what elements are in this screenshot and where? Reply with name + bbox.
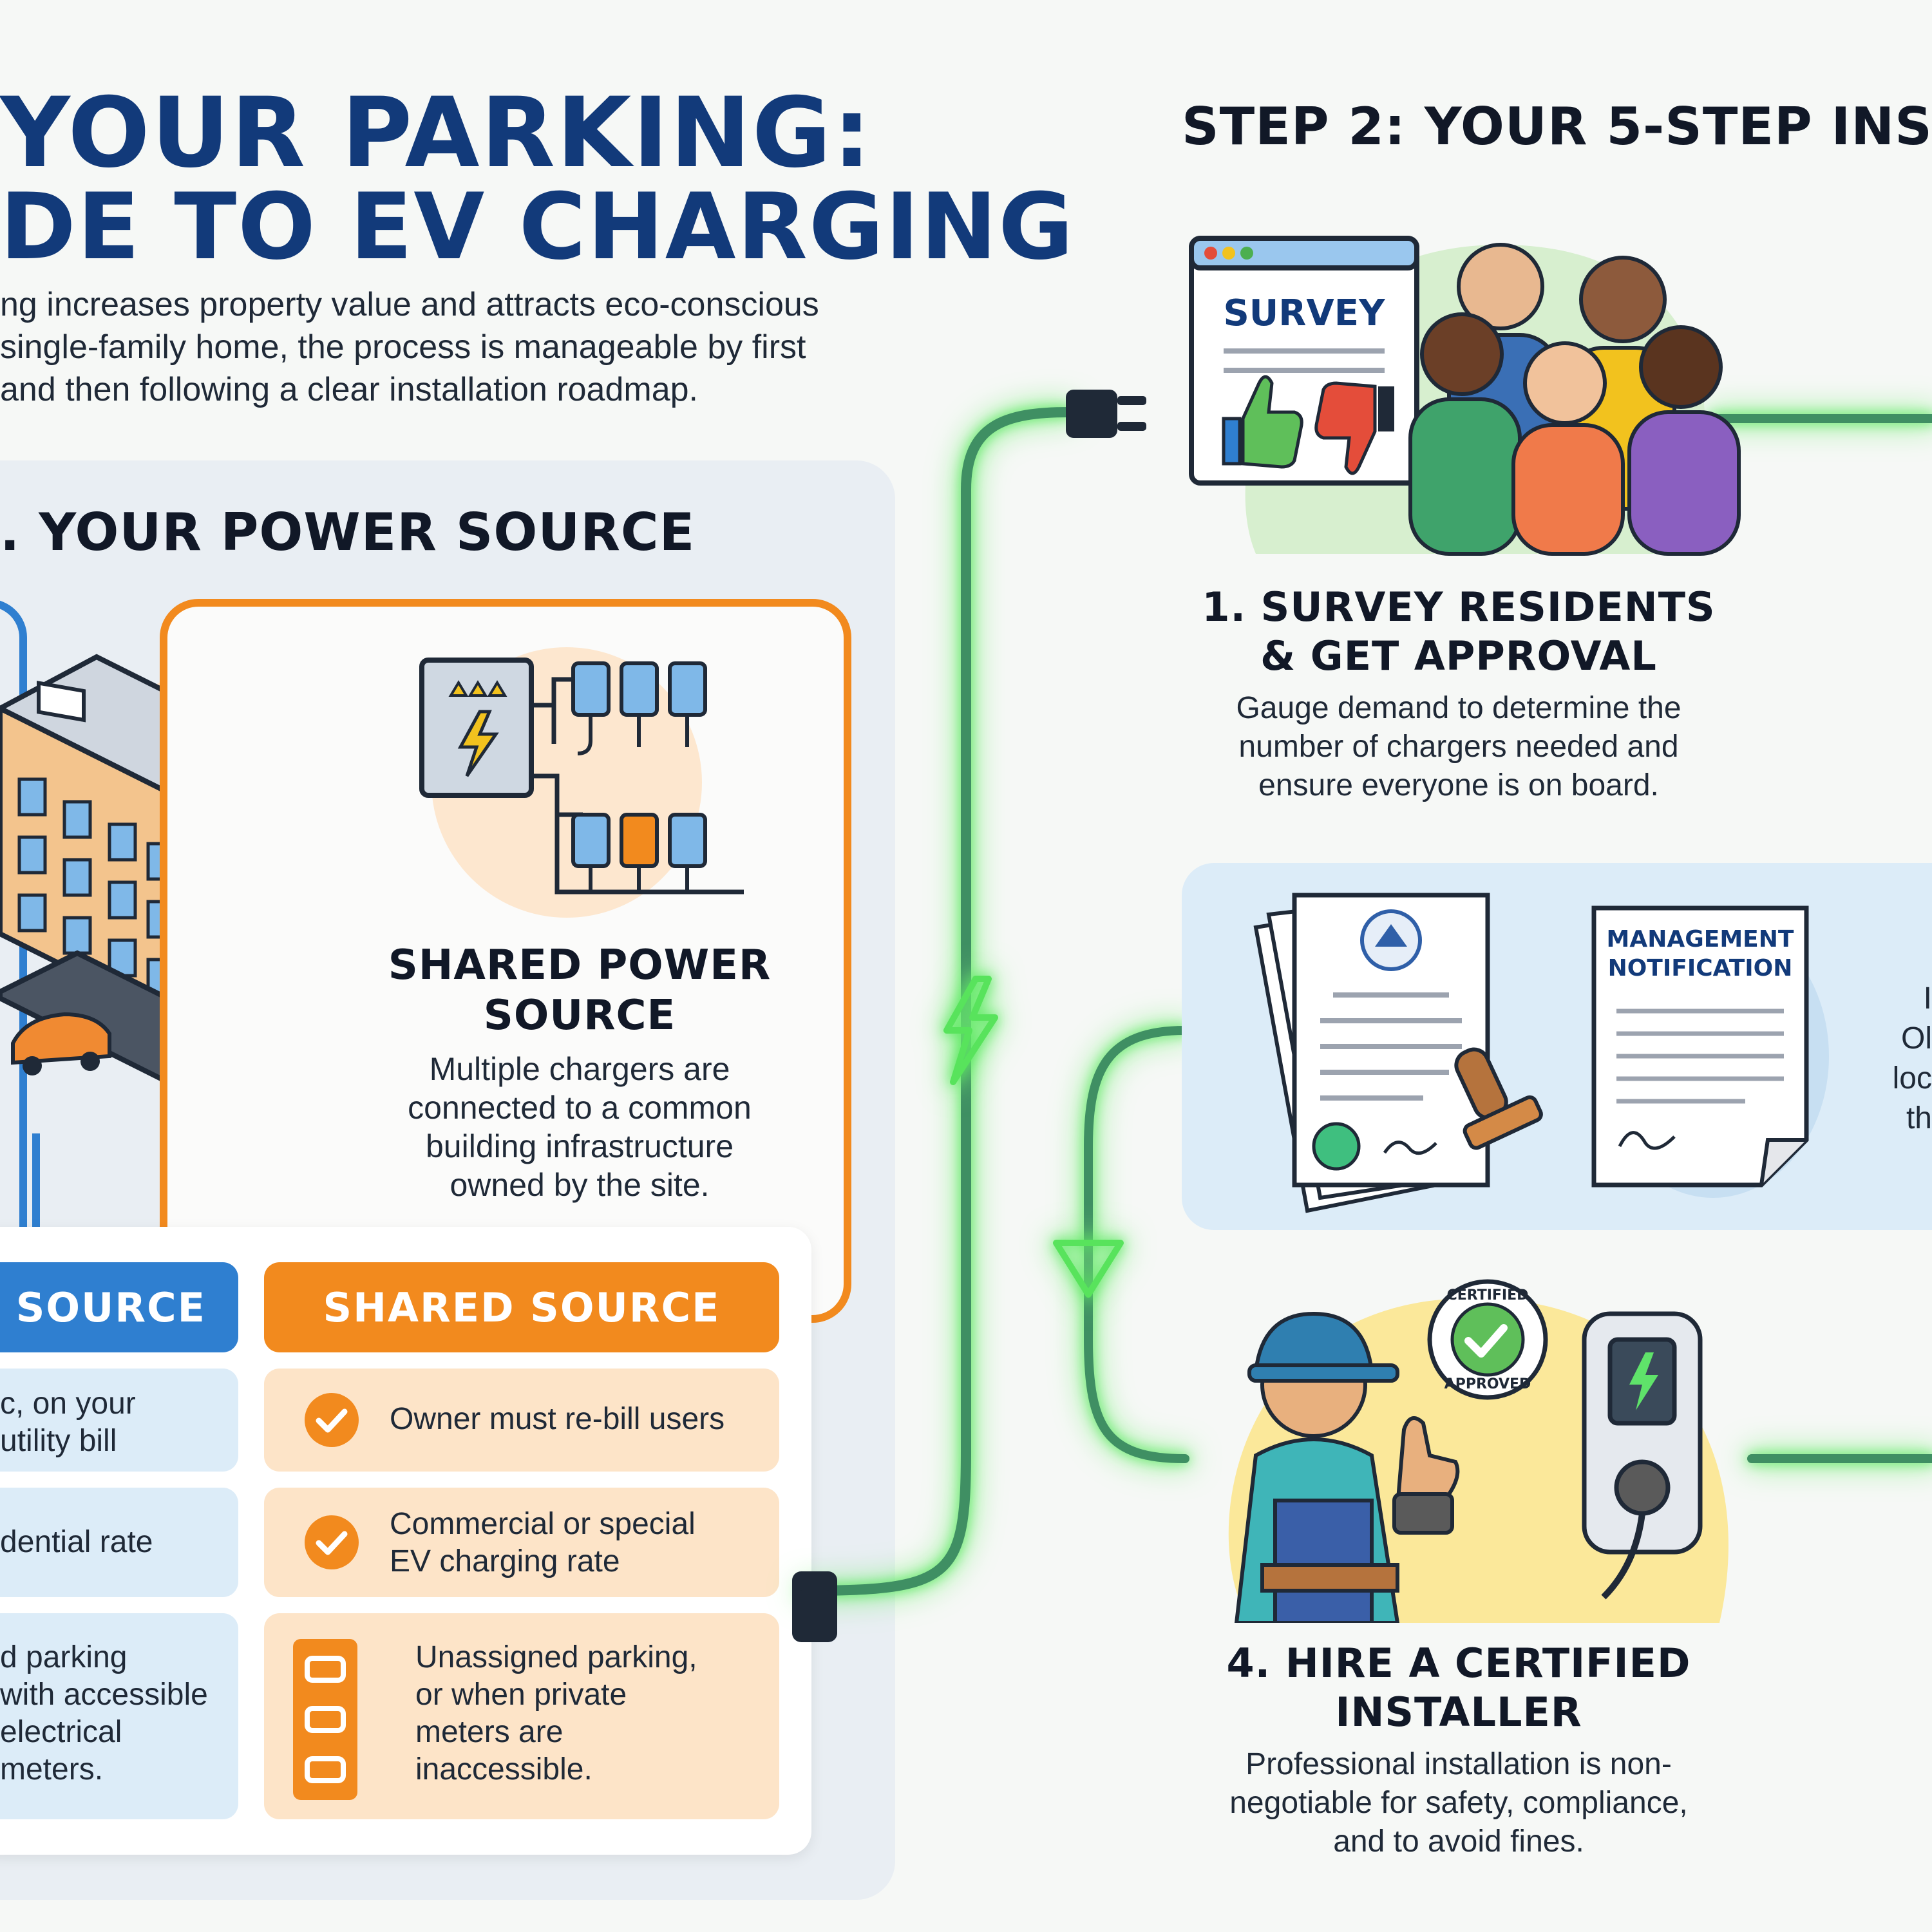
shared-row-3-line1: Unassigned parking, [415, 1640, 697, 1674]
individual-row-3-line1: d parking [0, 1640, 128, 1674]
item2-partial-line1: I [1923, 981, 1932, 1016]
step1-heading-mark: . [0, 502, 39, 562]
cable-plug-bottom [792, 1571, 837, 1642]
individual-row-3-line4: meters. [0, 1752, 104, 1786]
item1-title-line1: 1. SURVEY RESIDENTS [1202, 583, 1716, 630]
individual-source-header: SOURCE [0, 1262, 238, 1352]
individual-row-3: d parking with accessible electrical met… [0, 1613, 238, 1819]
individual-row-2: dential rate [0, 1488, 238, 1597]
intro-text: ng increases property value and attracts… [0, 283, 819, 411]
shared-row-3: Unassigned parking, or when private mete… [264, 1613, 779, 1819]
shared-row-1-text: Owner must re-bill users [390, 1402, 725, 1436]
shared-desc-line1: Multiple chargers are [429, 1051, 730, 1087]
shared-row-2: Commercial or special EV charging rate [264, 1488, 779, 1597]
installer-worker-icon [1234, 1311, 1460, 1623]
survey-label: SURVEY [1223, 292, 1386, 334]
shared-row-2-line1: Commercial or special [390, 1507, 696, 1541]
shared-desc-line4: owned by the site. [450, 1167, 710, 1203]
item1-desc-line2: number of chargers needed and [1238, 730, 1679, 764]
check-icon [305, 1515, 359, 1569]
step2-item1-title: 1. SURVEY RESIDENTS & GET APPROVAL [1179, 583, 1739, 681]
item4-desc-line1: Professional installation is non- [1245, 1747, 1672, 1781]
page-title-line2: DE TO EV CHARGING [0, 174, 1075, 280]
individual-row-3-line2: with accessible [0, 1678, 208, 1712]
parking-meters-icon [293, 1639, 357, 1800]
item4-title-line1: 4. HIRE A CERTIFIED [1226, 1640, 1691, 1687]
cable-plug-top [1066, 390, 1146, 438]
step2-item2-partial-text: I Ol loc th [1880, 979, 1932, 1139]
individual-row-1-line1: c, on your [0, 1387, 136, 1421]
shared-card-description: Multiple chargers are connected to a com… [380, 1050, 779, 1204]
item1-desc-line3: ensure everyone is on board. [1258, 768, 1659, 802]
step1-heading: . YOUR POWER SOURCE [0, 502, 695, 562]
thumbs-up-icon [1222, 375, 1303, 469]
item1-desc-line1: Gauge demand to determine the [1236, 691, 1681, 725]
item4-title-line2: INSTALLER [1335, 1689, 1582, 1736]
item2-partial-line2: Ol [1901, 1021, 1932, 1056]
item1-title-line2: & GET APPROVAL [1260, 632, 1657, 679]
shared-row-3-line2: or when private [415, 1678, 627, 1712]
shared-row-1: Owner must re-bill users [264, 1368, 779, 1472]
shared-row-3-line4: inaccessible. [415, 1752, 592, 1786]
ev-charger-icon [1582, 1311, 1703, 1600]
management-notification-doc: MANAGEMENT NOTIFICATION [1591, 905, 1829, 1198]
shared-desc-line2: connected to a common [408, 1090, 752, 1126]
doc-label-line2: NOTIFICATION [1608, 955, 1793, 981]
intro-line-1: ng increases property value and attracts… [0, 286, 819, 323]
shared-card-title: SHARED POWER SOURCE [386, 940, 773, 1041]
item4-desc-line2: negotiable for safety, compliance, [1229, 1786, 1688, 1820]
shared-row-3-line3: meters are [415, 1715, 564, 1749]
badge-top-text: CERTIFIED [1447, 1287, 1529, 1303]
survey-illustration: SURVEY [1189, 236, 1741, 556]
step2-heading: STEP 2: YOUR 5-STEP INSTA [1182, 97, 1932, 156]
thumbs-down-icon [1314, 381, 1394, 475]
shared-row-2-line2: EV charging rate [390, 1544, 620, 1578]
individual-row-2-line1: dential rate [0, 1525, 153, 1559]
individual-blue-stripe [32, 1133, 40, 1230]
step2-item1-description: Gauge demand to determine the number of … [1179, 689, 1739, 805]
badge-bottom-text: APPROVED [1444, 1376, 1531, 1392]
item2-partial-line3: loc [1892, 1061, 1932, 1095]
item2-partial-line4: th [1906, 1101, 1932, 1135]
certified-installer-illustration: CERTIFIED APPROVED [1228, 1279, 1728, 1623]
step1-heading-text: YOUR POWER SOURCE [39, 502, 696, 562]
residents-group-icon [1408, 243, 1741, 556]
shared-row-3-text: Unassigned parking, or when private mete… [415, 1639, 697, 1788]
permit-documents-illustration [1253, 893, 1543, 1213]
shared-card-title-line2: SOURCE [483, 992, 676, 1039]
individual-row-3-line3: electrical [0, 1715, 122, 1749]
item4-desc-line3: and to avoid fines. [1333, 1824, 1584, 1859]
doc-label-line1: MANAGEMENT [1607, 926, 1794, 952]
intro-line-2: single-family home, the process is manag… [0, 328, 806, 366]
shared-desc-line3: building infrastructure [425, 1128, 734, 1164]
individual-row-1: c, on your utility bill [0, 1368, 238, 1472]
individual-row-1-line2: utility bill [0, 1424, 117, 1458]
shared-card-title-line1: SHARED POWER [388, 942, 772, 989]
certified-badge-icon: CERTIFIED APPROVED [1427, 1279, 1548, 1400]
shared-source-header: SHARED SOURCE [264, 1262, 779, 1352]
step2-item4-title: 4. HIRE A CERTIFIED INSTALLER [1179, 1639, 1739, 1737]
check-icon [305, 1393, 359, 1447]
step2-item4-description: Professional installation is non- negoti… [1179, 1745, 1739, 1861]
intro-line-3: and then following a clear installation … [0, 371, 699, 408]
shared-row-2-text: Commercial or special EV charging rate [390, 1506, 696, 1580]
shared-power-diagram [419, 647, 744, 918]
stamp-icon [1454, 1047, 1543, 1150]
page-title-line1: YOUR PARKING: [0, 77, 873, 189]
